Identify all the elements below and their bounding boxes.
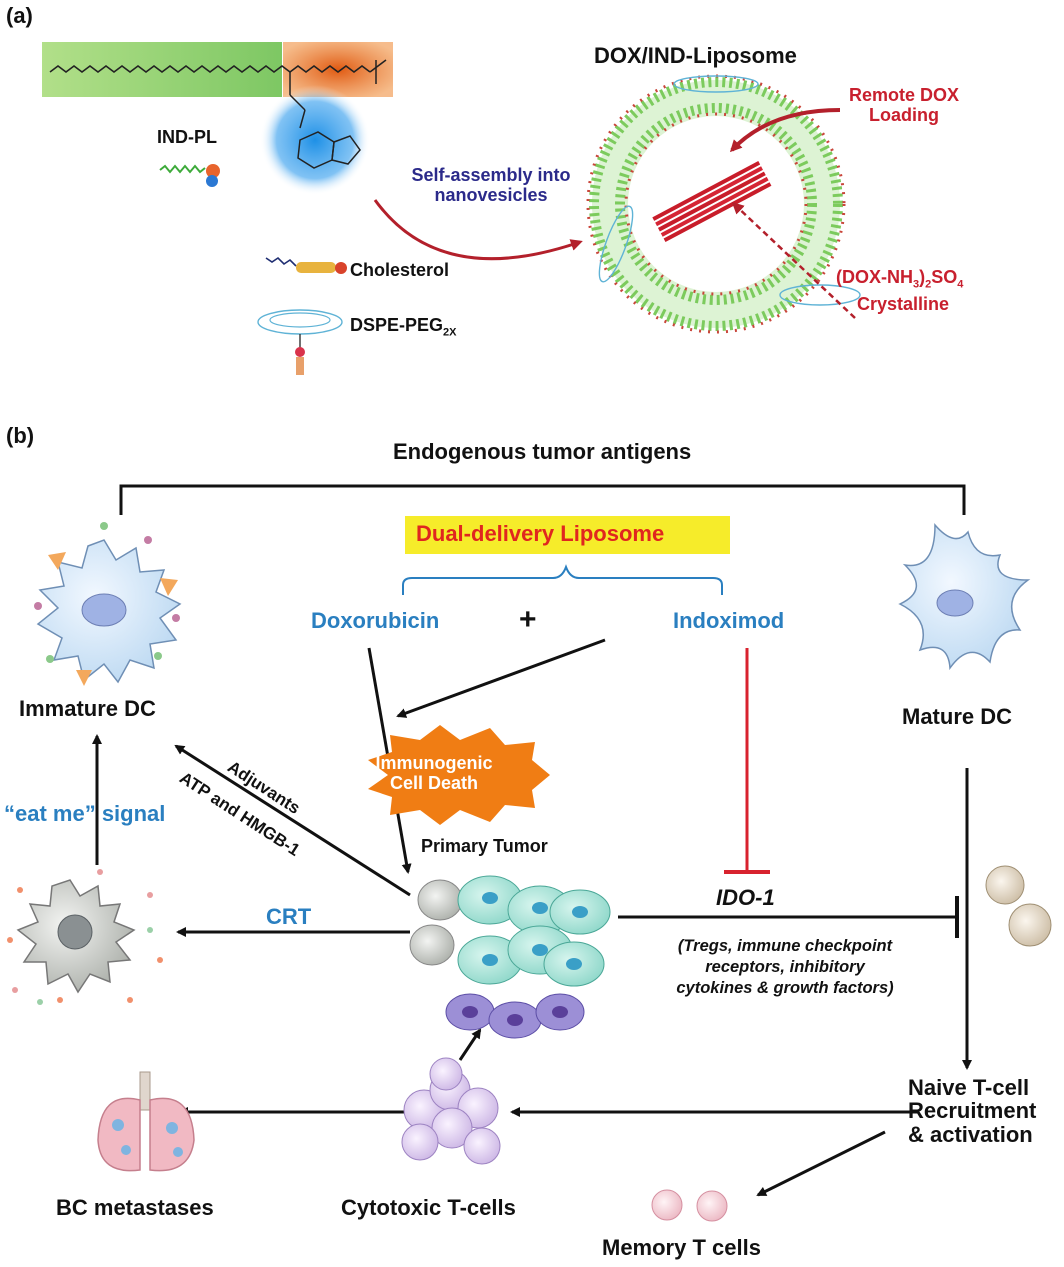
liposome-title: DOX/IND-Liposome [594, 43, 797, 68]
icd-line-1: Immunogenic [375, 753, 493, 773]
tumor-to-immature-dc-arrow [174, 744, 411, 897]
cytotoxic-t-cells-label: Cytotoxic T-cells [341, 1195, 516, 1220]
phagocytic-dc-cell [7, 869, 163, 1005]
dual-delivery-box [405, 516, 730, 554]
crystal-formula-label: (DOX-NH3)2SO4 [836, 267, 964, 291]
primary-tumor-label: Primary Tumor [421, 836, 548, 856]
crystalline-label: Crystalline [857, 294, 950, 314]
eat-me-signal-label: “eat me” signal [4, 801, 166, 826]
immature-dc-cell [34, 522, 182, 686]
mature-dc-label: Mature DC [902, 704, 1013, 729]
naive-line-2: Recruitment [908, 1098, 1037, 1124]
blue-brace [402, 564, 723, 595]
tregs-label: (Tregs, immune checkpoint receptors, inh… [628, 936, 942, 999]
memory-t-cells [651, 1189, 728, 1222]
self-assembly-line-1: Self-assembly into [411, 165, 571, 185]
remote-loading-line-2: Loading [869, 104, 939, 125]
crystal-formula-part-2: ) [919, 267, 926, 287]
tregs-line-1: (Tregs, immune checkpoint [677, 937, 893, 955]
indoximod-label: Indoximod [673, 608, 785, 633]
crystal-pointer-arrow [731, 201, 856, 319]
plus-sign: + [519, 603, 537, 636]
crystal-formula-part-1: (DOX-NH [836, 267, 913, 287]
cholesterol-label: Cholesterol [350, 260, 450, 280]
lipid-chain [49, 65, 371, 73]
tregs-line-2: receptors, inhibitory [705, 958, 865, 977]
bc-metastases-label: BC metastases [56, 1195, 214, 1220]
icd-label: Immunogenic Cell Death [343, 753, 525, 794]
dspe-peg-text: DSPE-PEG [350, 315, 444, 335]
ind-pl-head [206, 164, 220, 178]
lungs [97, 1071, 195, 1172]
naive-t-cell-label: Naive T-cell Recruitment & activation [908, 1076, 1036, 1146]
lipid-tail-highlight [42, 42, 282, 97]
dox-crystal [652, 161, 772, 243]
crystal-formula-sub-1: 3 [913, 278, 920, 291]
panel-a-label: (a) [6, 3, 33, 28]
cytotoxic-to-tumor-arrow [458, 1028, 482, 1061]
icd-starburst [368, 725, 550, 825]
self-assembly-label: Self-assembly into nanovesicles [386, 165, 596, 206]
combo-to-icd-arrow [396, 638, 606, 718]
crt-label: CRT [266, 904, 312, 929]
memory-t-cells-label: Memory T cells [602, 1235, 761, 1260]
mature-dc-cell [898, 522, 1031, 671]
indole-highlight [260, 85, 370, 195]
doxorubicin-label: Doxorubicin [311, 608, 440, 633]
naive-line-3: & activation [908, 1121, 1033, 1147]
dspe-peg-label: DSPE-PEG2X [350, 315, 457, 339]
crystal-formula-part-3: SO [931, 267, 958, 287]
resting-t-cells [985, 865, 1052, 947]
remote-loading-line-1: Remote DOX [848, 85, 960, 105]
ido1-label: IDO-1 [716, 885, 775, 910]
cytotoxic-t-cells [401, 1057, 501, 1165]
icd-line-2: Cell Death [389, 772, 479, 793]
remote-loading-arrow [729, 108, 841, 153]
self-assembly-arrow [373, 199, 583, 261]
liposome [586, 74, 861, 334]
crystal-formula-sub-3: 4 [957, 278, 964, 291]
self-assembly-line-2: nanovesicles [434, 184, 548, 205]
ind-pl-label: IND-PL [157, 127, 217, 147]
immature-dc-label: Immature DC [19, 696, 156, 721]
naive-line-1: Naive T-cell [908, 1075, 1030, 1100]
panel-b-label: (b) [6, 423, 35, 448]
naive-to-memory-arrow [756, 1130, 886, 1197]
cholesterol-chain [265, 256, 297, 267]
remote-loading-label: Remote DOX Loading [826, 85, 982, 126]
endogenous-bracket [119, 484, 966, 515]
dual-delivery-label: Dual-delivery Liposome [416, 521, 665, 546]
tregs-line-3: cytokines & growth factors) [676, 979, 894, 998]
dspe-peg-subscript: 2X [443, 326, 457, 339]
crystal-formula-sub-2: 2 [925, 278, 932, 291]
primary-tumor-cluster [409, 875, 611, 1039]
ind-pl-tail [159, 164, 206, 174]
endogenous-antigens-label: Endogenous tumor antigens [393, 439, 692, 464]
